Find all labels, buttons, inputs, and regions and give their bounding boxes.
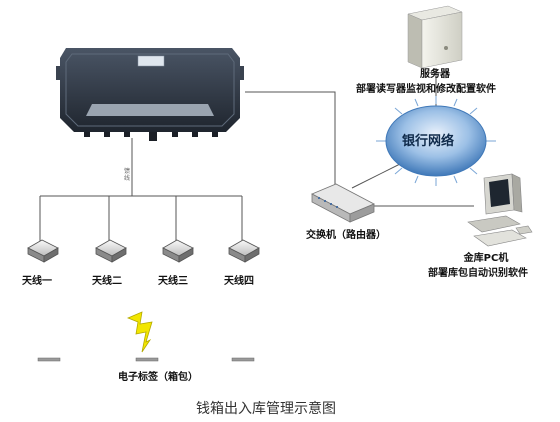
connection-lines: [39, 68, 474, 242]
reader-cable-label: 馈线: [124, 168, 131, 182]
bank-network-label: 银行网络: [402, 134, 455, 149]
reader-to-switch-line: [245, 91, 336, 188]
pc-icon: [467, 173, 533, 247]
tag-2-icon: [135, 357, 159, 362]
server-title: 服务器: [420, 69, 450, 80]
switch-router-icon: [311, 183, 375, 223]
diagram-caption: 钱箱出入库管理示意图: [196, 401, 336, 417]
rfid-reader-icon: [56, 48, 244, 141]
electronic-tags: [37, 357, 255, 362]
tag-1-icon: [37, 357, 61, 362]
antenna-2-label: 天线二: [92, 276, 122, 287]
bank-network-icon: [376, 96, 496, 186]
antenna-2-icon: [95, 239, 127, 263]
antenna-3-label: 天线三: [158, 276, 188, 287]
lightning-icon: [126, 311, 153, 353]
pc-description: 部署库包自动识别软件: [428, 268, 528, 279]
antenna-3-icon: [162, 239, 194, 263]
switch-label: 交换机（路由器）: [306, 230, 386, 241]
tags-label: 电子标签（箱包）: [118, 372, 198, 383]
antenna-4-label: 天线四: [224, 276, 254, 287]
server-icon: [407, 5, 463, 69]
network-to-switch-line: [351, 161, 405, 189]
antenna-4-icon: [228, 239, 260, 263]
tag-3-icon: [231, 357, 255, 362]
antenna-1-icon: [27, 239, 59, 263]
antenna-1-label: 天线一: [22, 276, 52, 287]
pc-title: 金库PC机: [463, 253, 509, 264]
server-description: 部署读写器监视和修改配置软件: [356, 84, 496, 95]
